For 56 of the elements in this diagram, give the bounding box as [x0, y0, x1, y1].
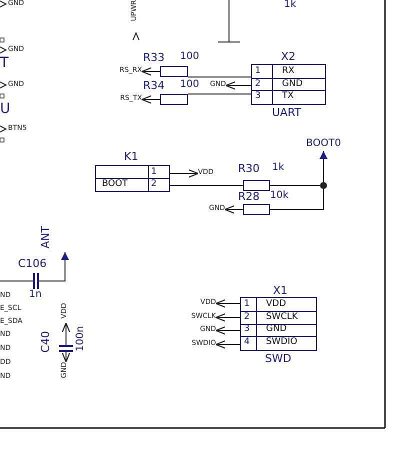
wire — [170, 185, 244, 186]
net-wire — [215, 340, 240, 349]
wire — [188, 76, 252, 78]
value-label: 1k — [272, 163, 284, 173]
wire — [270, 188, 324, 210]
connector-label: UART — [272, 107, 302, 118]
component-label: T — [0, 56, 9, 70]
pin-name: GND — [266, 325, 287, 334]
value-label: 10k — [270, 191, 289, 201]
net-wire — [224, 205, 244, 214]
pin-name: BOOT — [102, 180, 128, 188]
net-wire — [215, 313, 240, 322]
pin-number: 1 — [244, 300, 250, 309]
net-wire — [62, 352, 70, 363]
net-wire — [225, 81, 252, 90]
reference-label: R30 — [238, 163, 260, 174]
reference-label: X1 — [273, 285, 288, 296]
value-label: 100 — [180, 52, 200, 62]
pin-name: VDD — [266, 300, 286, 309]
net-wire — [170, 169, 199, 178]
net-wire — [141, 95, 160, 104]
signal-arrow — [38, 252, 69, 282]
wire — [270, 185, 320, 186]
pin-number: 1 — [151, 168, 157, 176]
pin-name: RX — [282, 66, 294, 76]
reference-label: R28 — [238, 191, 260, 202]
reference-label: R33 — [143, 52, 165, 63]
component-label: U — [0, 102, 10, 116]
pin-number: 2 — [151, 180, 157, 188]
pin-name: TX — [282, 92, 294, 102]
net-label: BOOT0 — [305, 139, 342, 149]
pin-number: 3 — [255, 92, 261, 102]
pin-number: 4 — [244, 338, 250, 348]
connector-label: SWD — [265, 353, 292, 364]
reference-label: C106 — [18, 258, 47, 269]
pin-number: 2 — [255, 80, 261, 88]
net-wire — [141, 67, 160, 76]
reference-label: K1 — [124, 151, 138, 162]
pin-name: SWCLK — [266, 312, 298, 322]
pin-number: 1 — [255, 66, 261, 76]
net-wire — [215, 299, 240, 308]
net-wire — [215, 326, 240, 335]
reference-label: C40 — [40, 331, 51, 353]
pin-number: 2 — [244, 312, 250, 322]
junction-dot — [320, 182, 327, 189]
pin-name: GND — [282, 80, 303, 88]
pin-name: SWDIO — [266, 338, 298, 348]
reference-label: X2 — [281, 51, 296, 62]
reference-label: R34 — [143, 80, 165, 91]
signal-arrow — [320, 150, 328, 182]
value-label: 100n — [76, 326, 86, 352]
antenna-label: ANT — [40, 226, 51, 248]
value-label: 100 — [180, 80, 200, 90]
net-wire — [62, 322, 70, 346]
wire — [0, 280, 34, 282]
value-label: 1n — [29, 290, 42, 300]
